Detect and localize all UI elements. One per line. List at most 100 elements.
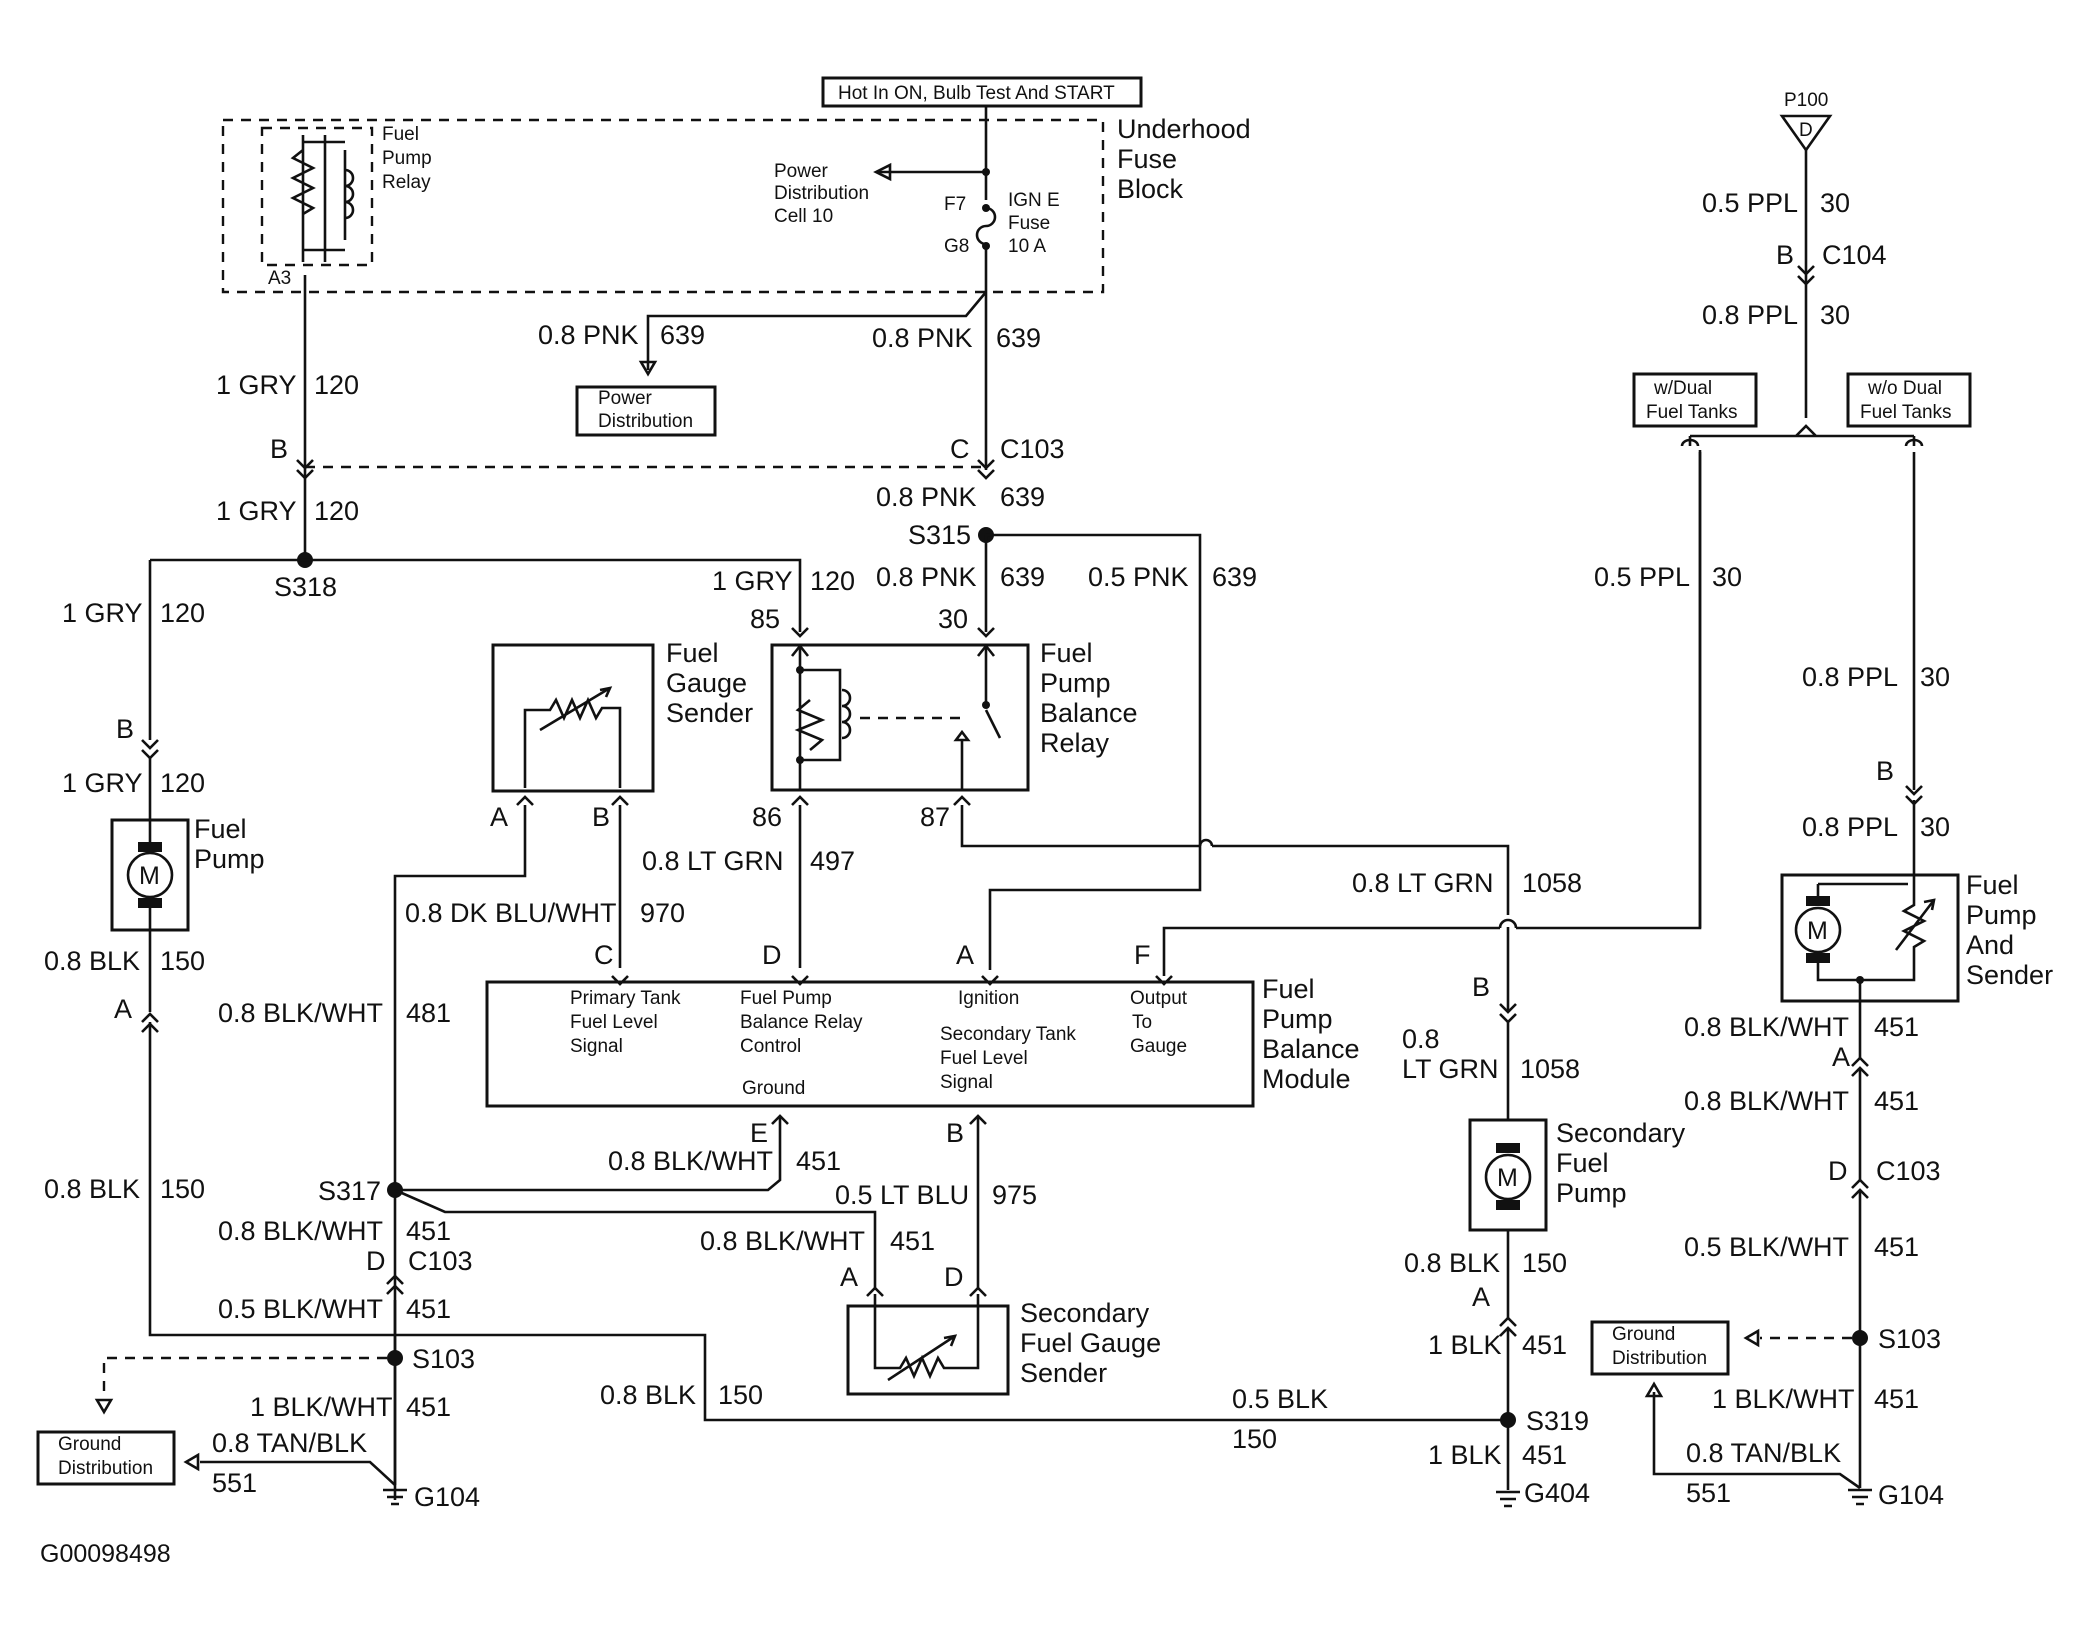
connector-c103-right: C103: [1876, 1156, 1941, 1186]
wire-1058: [960, 805, 1510, 1010]
sfp-label-1: Secondary: [1556, 1118, 1686, 1148]
module-pin-b-1: Secondary Tank: [940, 1024, 1076, 1045]
wire-label-pnk-2: 0.8 PNK: [872, 323, 973, 353]
option-dual-box: [1632, 372, 1758, 428]
p100-pin: D: [1799, 120, 1813, 141]
fuel-pump-label-2: Pump: [194, 844, 265, 874]
wire-num-120-2: 120: [314, 496, 359, 526]
wire-label-blk-3: 0.8 BLK: [600, 1380, 696, 1410]
pin-c103-d-right: [1851, 1178, 1869, 1199]
wire-num-30-3: 30: [1712, 562, 1742, 592]
wire-num-150-1: 150: [160, 946, 205, 976]
pin-85: [791, 627, 809, 638]
wire-num-120-4: 120: [810, 566, 855, 596]
option-dual-1: w/Dual: [1653, 378, 1712, 399]
wire-label-blkwht-1: 0.8 BLK/WHT: [608, 1146, 773, 1176]
pdc-label-1: Power: [774, 161, 829, 182]
fpbm-label-1: Fuel: [1262, 974, 1315, 1004]
pin-b-fuel-pump: B: [116, 714, 134, 744]
wire-label-blk05: 0.5 BLK: [1232, 1384, 1328, 1414]
wire-label-blkwht1-2: 1 BLK/WHT: [1712, 1384, 1855, 1414]
connector-c103-top: C103: [1000, 434, 1065, 464]
wire-label-ltgrn-1: 0.8 LT GRN: [642, 846, 784, 876]
module-pin-b-2: Fuel Level: [940, 1048, 1028, 1069]
wire-1058-hop: [1198, 838, 1214, 847]
wire-num-451-1: 451: [796, 1146, 841, 1176]
splice-s103-left-label: S103: [412, 1344, 475, 1374]
fpbm-label-4: Module: [1262, 1064, 1351, 1094]
pin-a-fpas: A: [1832, 1042, 1850, 1072]
wire-label-ppl-2: 0.8 PPL: [1702, 300, 1798, 330]
wire-num-1058-1: 1058: [1522, 868, 1582, 898]
wire-num-497: 497: [810, 846, 855, 876]
wire-s318-branches: [148, 558, 802, 740]
wire-label-gry-3: 1 GRY: [62, 598, 143, 628]
wire-num-120-3: 120: [160, 598, 205, 628]
fgs-label-1: Fuel: [666, 638, 719, 668]
module-pin-f-3: Gauge: [1130, 1036, 1187, 1057]
fuse-label-1: IGN E: [1008, 190, 1060, 211]
pin-b-c103: B: [270, 434, 288, 464]
pin-b-c104: B: [1776, 240, 1794, 270]
wire-label-pnk05: 0.5 PNK: [1088, 562, 1189, 592]
wire-num-639-3: 639: [1000, 482, 1045, 512]
hot-label: Hot In ON, Bulb Test And START: [838, 83, 1115, 104]
module-pin-c-1: Primary Tank: [570, 988, 681, 1009]
figure-id: G00098498: [40, 1540, 171, 1568]
wire-label-ppl-3: 0.5 PPL: [1594, 562, 1690, 592]
splice-s103-right: [1852, 1330, 1868, 1346]
option-nodual-1: w/o Dual: [1867, 378, 1942, 399]
fpbm-label-3: Balance: [1262, 1034, 1360, 1064]
fgs-label-3: Sender: [666, 698, 753, 728]
wire-label-blkwht-5: 0.8 BLK/WHT: [1684, 1012, 1849, 1042]
sfp-motor-cap-bot: [1496, 1200, 1520, 1210]
fpas-internal: [1816, 875, 1936, 1001]
fuel-pump-motor-m: M: [139, 862, 160, 890]
pin-d-sfgs: D: [944, 1262, 964, 1292]
hot-label-box: [821, 76, 1143, 108]
connector-c104: C104: [1822, 240, 1887, 270]
pin-fuel-pump-b: [141, 739, 159, 760]
module-pin-f-1: Output: [1130, 988, 1188, 1009]
wire-label-blk-4: 0.8 BLK: [1404, 1248, 1500, 1278]
fuel-gauge-sender-box: [491, 643, 655, 793]
ground-dist-right-box: [1590, 1320, 1730, 1376]
fpbr-switch: [953, 645, 1002, 790]
ground-g404-icon: [1496, 1490, 1520, 1508]
fpas-motor-icon: [1794, 906, 1842, 954]
wire-label-ppl-1: 0.5 PPL: [1702, 188, 1798, 218]
wire-label-08: 0.8: [1402, 1024, 1440, 1054]
wire-num-639-5: 639: [1212, 562, 1257, 592]
wire-num-451-11: 451: [1874, 1384, 1919, 1414]
fuel-pump-relay-label-1: Fuel: [382, 124, 419, 145]
pin-d-c103-left: D: [366, 1246, 386, 1276]
wire-num-551-1: 551: [212, 1468, 257, 1498]
sfgs-resistor: [873, 1294, 980, 1382]
wire-551-left: [200, 1460, 396, 1486]
option-dual-2: Fuel Tanks: [1646, 402, 1738, 423]
arrow-551-right: [1644, 1381, 1664, 1398]
wire-150-bottom: [395, 1333, 1508, 1422]
wire-num-30-1: 30: [1820, 188, 1850, 218]
wire-label-gry-1: 1 GRY: [216, 370, 297, 400]
module-pin-c-3: Signal: [570, 1036, 623, 1057]
pin-fuel-pump-a: [141, 1012, 159, 1033]
wire-num-451-10: 451: [1874, 1232, 1919, 1262]
pin-a-module: A: [956, 940, 974, 970]
pin-fpas-a: [1851, 1056, 1869, 1077]
wire-module-e: [395, 1116, 782, 1192]
ground-dist-left-1: Ground: [58, 1434, 121, 1455]
module-pin-e-1: Ground: [742, 1078, 805, 1099]
wire-num-551-2: 551: [1686, 1478, 1731, 1508]
fuel-pump-motor-icon: [126, 851, 174, 899]
arrow-power-dist: [638, 360, 658, 377]
pin-f-module: F: [1134, 940, 1151, 970]
module-pin-a-1: Ignition: [958, 988, 1019, 1009]
fpas-motor-cap-top: [1806, 896, 1830, 906]
wire-num-639-2: 639: [996, 323, 1041, 353]
pin-a3: A3: [268, 268, 291, 289]
arrow-power-cell: [873, 162, 892, 182]
wire-num-639-4: 639: [1000, 562, 1045, 592]
fuel-pump-balance-module-box: [485, 980, 1255, 1108]
fuel-pump-relay-link: [303, 140, 345, 252]
